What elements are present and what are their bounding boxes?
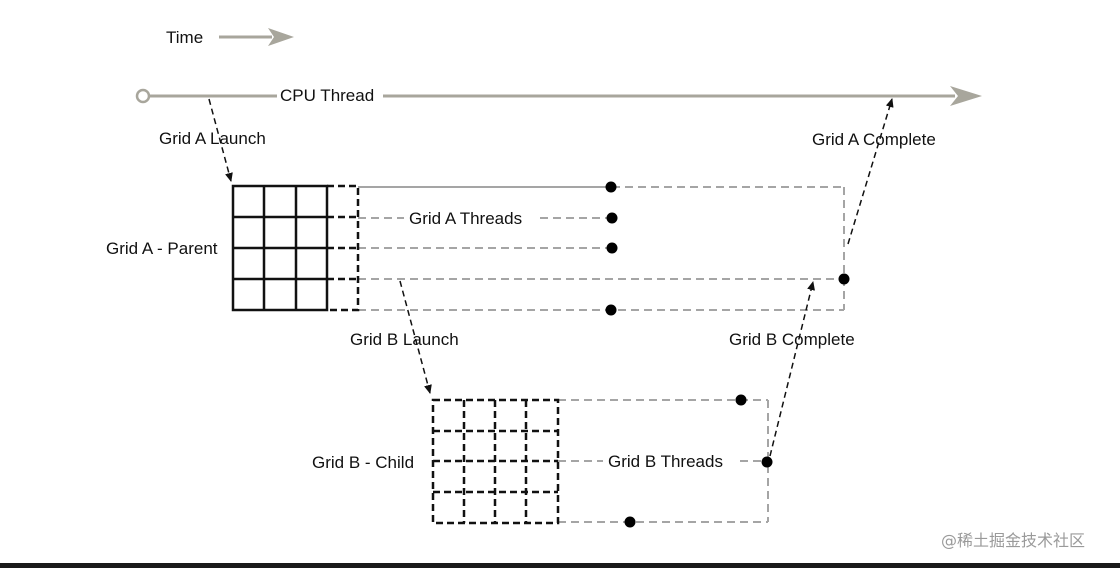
open-circle-icon	[135, 88, 151, 104]
grid-a-threads-label: Grid A Threads	[409, 209, 522, 228]
grid-a-complete-label: Grid A Complete	[812, 130, 936, 149]
time-label: Time	[166, 28, 203, 47]
dot-icon	[735, 394, 747, 406]
grid-a-launch-arrow	[208, 98, 233, 182]
grid-b-child-grid	[431, 398, 560, 525]
grid-a-complete-arrow	[847, 98, 894, 245]
cpu-thread-label: CPU Thread	[280, 86, 374, 105]
dot-icon	[606, 242, 618, 254]
dot-icon	[605, 181, 617, 193]
dot-icon	[761, 456, 773, 468]
cpu-thread-timeline	[135, 86, 982, 106]
grid-a-parent-label: Grid A - Parent	[106, 239, 218, 258]
dot-icon	[838, 273, 850, 285]
dot-icon	[606, 212, 618, 224]
grid-a-launch-label: Grid A Launch	[159, 129, 266, 148]
grid-b-complete-arrow	[769, 281, 815, 457]
grid-b-threads-label: Grid B Threads	[608, 452, 723, 471]
grid-b-thread-lines	[558, 394, 773, 528]
dot-icon	[624, 516, 636, 528]
watermark-text: @稀土掘金技术社区	[941, 531, 1085, 550]
grid-b-launch-label: Grid B Launch	[350, 330, 459, 349]
grid-a-thread-lines	[358, 181, 850, 316]
dot-icon	[605, 304, 617, 316]
grid-b-child-label: Grid B - Child	[312, 453, 414, 472]
grid-a-parent-grid	[231, 184, 360, 312]
bottom-rule	[0, 563, 1120, 568]
arrowhead-icon	[950, 86, 982, 106]
grid-b-complete-label: Grid B Complete	[729, 330, 855, 349]
time-arrow-icon	[219, 28, 294, 46]
